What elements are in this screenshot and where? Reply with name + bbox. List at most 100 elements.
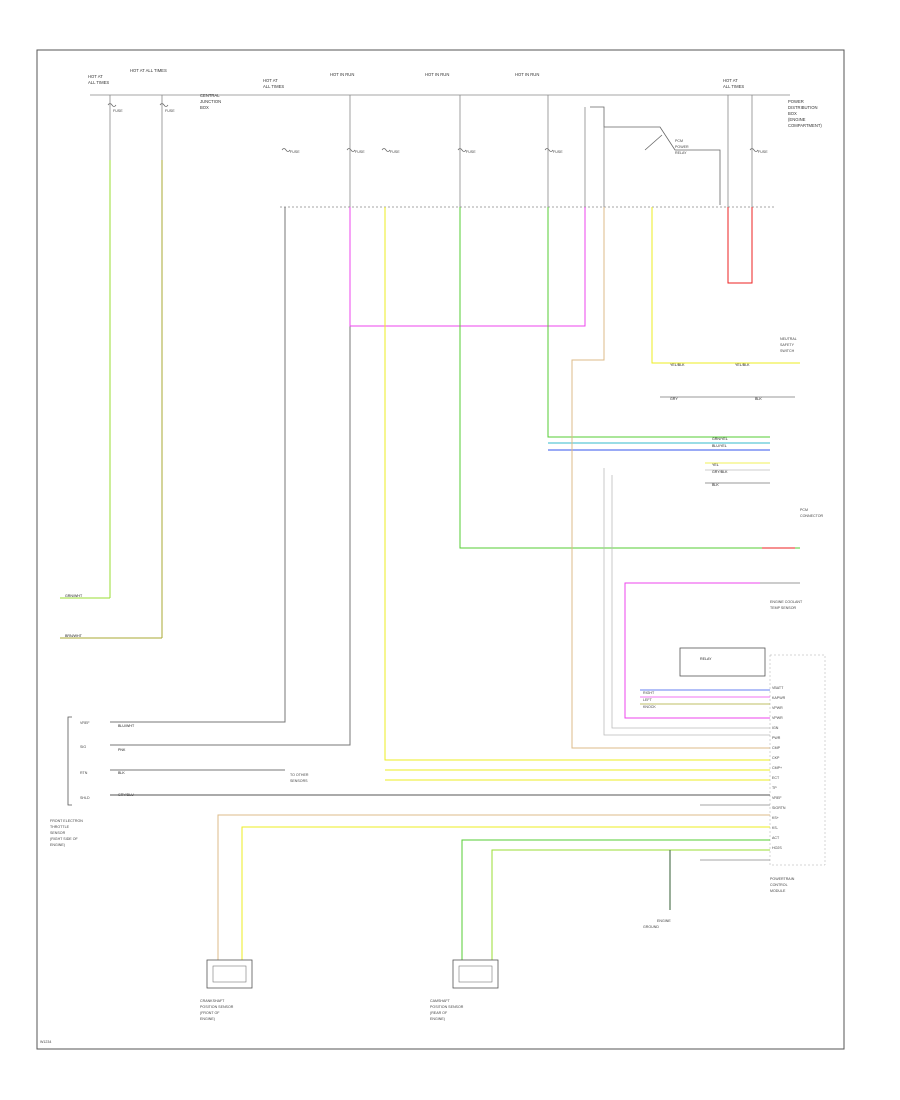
wire-magenta-h xyxy=(349,207,586,327)
sensor-title: ENGINE) xyxy=(430,1017,445,1021)
central-junction-label: CENTRAL JUNCTION BOX xyxy=(200,93,221,110)
fuse-box-label-4: HOT IN RUN xyxy=(425,72,449,77)
fuse-icon xyxy=(381,148,391,152)
sensor-title: FRONT ELECTRON xyxy=(50,819,83,823)
component-label: MODULE xyxy=(770,889,786,893)
wire-label: BLK xyxy=(118,771,125,775)
feed-lines xyxy=(109,95,753,207)
crankshaft-sensor: CRANKSHAFT POSITION SENSOR (FRONT OF ENG… xyxy=(200,959,253,1021)
left-throttle-sensor: VREF SIG RTN SHLD BLU/WHT PNK BLK GRY/BL… xyxy=(50,716,135,847)
component-label: CONNECTOR xyxy=(800,514,823,518)
component-label: TEMP SENSOR xyxy=(770,606,796,610)
pill-label: BLK xyxy=(712,483,719,487)
fuse-box-label-0: HOT AT ALL TIMES xyxy=(88,74,109,85)
pill-label: YEL/BLK xyxy=(735,363,750,367)
pill-label: BLK xyxy=(755,397,762,401)
wire-green-548 xyxy=(547,207,770,438)
wire-magenta-knock xyxy=(624,582,770,719)
wire-tan-bottom xyxy=(217,814,770,960)
relay-pill: RELAY xyxy=(700,657,712,661)
sensor-title: CAMSHAFT xyxy=(430,999,451,1003)
sensor-title: ENGINE) xyxy=(50,843,65,847)
fuse-box-label-3: HOT IN RUN xyxy=(330,72,354,77)
sensor-title: CRANKSHAFT xyxy=(200,999,225,1003)
wire-yellow-385 xyxy=(384,207,770,761)
relay-switch xyxy=(644,134,663,151)
component-label: CONTROL xyxy=(770,883,788,887)
wire-tan-572 xyxy=(571,207,770,749)
sensor-title: ENGINE) xyxy=(200,1017,215,1021)
pin-label: RTN xyxy=(80,771,88,775)
pcm-pin-label: KS+ xyxy=(772,816,779,820)
pill-label: GRY/BLK xyxy=(712,470,728,474)
fuse-icon xyxy=(749,148,759,152)
fuse-labels: FUSE FUSE FUSE FUSE FUSE FUSE FUSE FUSE xyxy=(113,109,768,154)
fuses xyxy=(107,103,759,152)
fuse-icon xyxy=(107,103,117,107)
power-distribution-label: POWER DISTRIBUTION BOX (ENGINE COMPARTME… xyxy=(788,99,822,128)
pcm-connector-box xyxy=(679,647,766,677)
fuse-box-line2: ALL TIMES xyxy=(88,80,109,85)
pin-label: VREF xyxy=(80,721,90,725)
fuse-label: FUSE xyxy=(758,150,768,154)
fuse-box-line1: HOT AT xyxy=(723,78,738,83)
sensor-bracket xyxy=(67,716,72,806)
fuse-box-line1: HOT IN RUN xyxy=(425,72,449,77)
pcm-pin-label: CMP xyxy=(772,746,781,750)
knock-label: LEFT xyxy=(643,698,653,702)
wire-label: PNK xyxy=(118,748,126,752)
sensor-body xyxy=(452,959,499,989)
pcm-pin-wires xyxy=(640,689,770,705)
relay-label: RELAY xyxy=(675,151,687,155)
wire-label: BLU/WHT xyxy=(118,724,135,728)
footer-code: W1234 xyxy=(40,1040,51,1044)
wire-lime-bottom xyxy=(491,849,770,960)
pill-label: YEL xyxy=(712,463,719,467)
pin-label: SIG xyxy=(80,745,86,749)
sensor-title: POSITION SENSOR xyxy=(200,1005,234,1009)
wire-yellow-652 xyxy=(651,207,800,364)
pcm-pin-label: KS- xyxy=(772,826,779,830)
pill-label: YEL/BLK xyxy=(670,363,685,367)
fuse-icon xyxy=(346,148,356,152)
sensor-title: (RIGHT SIDE OF xyxy=(50,837,78,841)
pill-label: BLU/YEL xyxy=(712,444,727,448)
wire-magenta-sig xyxy=(110,207,351,746)
component-label: PCM xyxy=(800,508,808,512)
component-label: ENGINE COOLANT xyxy=(770,600,803,604)
sensor-title: (REAR OF xyxy=(430,1011,448,1015)
relay-outline xyxy=(590,106,721,205)
relay-label: POWER xyxy=(675,145,689,149)
pcm-pin-label: KAPWR xyxy=(772,696,786,700)
pcm-pin-label: CKP xyxy=(772,756,780,760)
sensor-title: (FRONT OF xyxy=(200,1011,220,1015)
sensor-title: SENSOR xyxy=(50,831,66,835)
knock-labels: RIGHT LEFT KNOCK xyxy=(643,691,656,709)
pcm-pin-label: VPWR xyxy=(772,706,783,710)
sensor-title: THROTTLE xyxy=(50,825,70,829)
fuse-label: FUSE xyxy=(355,150,365,154)
fuse-box-label-5: HOT IN RUN xyxy=(515,72,539,77)
shared-ground-label: TO OTHER xyxy=(290,773,309,777)
relay-label: PCM xyxy=(675,139,683,143)
wire-label-grn: GRN/WHT xyxy=(65,594,83,598)
sensor-inner xyxy=(212,965,247,983)
pcm-pin-label: ACT xyxy=(772,836,780,840)
wire-gray-604 xyxy=(603,468,770,736)
fuse-box-line2: ALL TIMES xyxy=(263,84,284,89)
pcm-pin-label: SIGRTN xyxy=(772,806,786,810)
component-label: NEUTRAL xyxy=(780,337,797,341)
camshaft-sensor: CAMSHAFT POSITION SENSOR (REAR OF ENGINE… xyxy=(430,959,499,1021)
diagram-frame xyxy=(36,49,845,1050)
fuse-label: FUSE xyxy=(466,150,476,154)
pcm-pin-label: VBATT xyxy=(772,686,784,690)
fuse-icon xyxy=(281,148,291,152)
pin-label: SHLD xyxy=(80,796,90,800)
pcm-module-body xyxy=(769,654,826,866)
fuse-box-line1: HOT IN RUN xyxy=(330,72,354,77)
knock-label: RIGHT xyxy=(643,691,655,695)
fuse-icon xyxy=(457,148,467,152)
engine-ground-label: GROUND xyxy=(643,925,659,929)
pdb-line: BOX xyxy=(788,111,797,116)
